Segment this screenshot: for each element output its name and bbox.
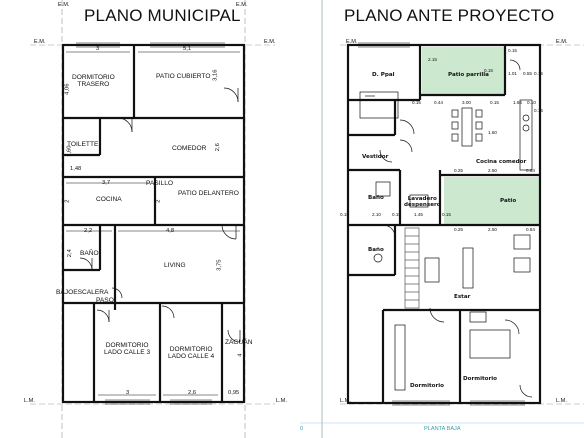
room-dormitorio-lado-calle-3: DORMITORIO LADO CALLE 3 [104, 342, 151, 357]
room-patio-delantero: PATIO DELANTERO [178, 190, 239, 197]
room-d-ppal: D. Ppal [372, 72, 395, 78]
dim-h-cocina: 2 [64, 199, 71, 203]
room-pasillo: PASILLO [146, 180, 173, 187]
room-comedor: COMEDOR [172, 145, 207, 152]
lm-plan2-marker: L.M. [340, 398, 351, 404]
dim-w-bano: 2,2 [84, 228, 93, 234]
left-plan-dim-lines [66, 51, 240, 396]
lm-plan2-right-marker: L.M. [556, 398, 567, 404]
rdim-21: 0.25 [454, 227, 463, 232]
rdim-18: 0.15 [392, 212, 401, 217]
em-top-marker-right: E.M. [236, 2, 248, 8]
dim-w-cocina: 3,7 [102, 180, 111, 186]
dim-h-comedor: 2,6 [214, 143, 221, 152]
rdim-14: 2.50 [488, 168, 497, 173]
dim-h-zaguan: 4 [237, 353, 244, 357]
dim-h-toil: 1,60 [66, 145, 73, 157]
dim-w-dorm: 3 [96, 46, 100, 52]
left-plan-walls [61, 43, 246, 404]
room-bano-1: Baño [368, 195, 384, 201]
rdim-0: 0.15 [508, 48, 517, 53]
room-cocina: COCINA [96, 196, 122, 203]
rdim-22: 2.50 [488, 227, 497, 232]
rdim-11: 0.10 [527, 100, 536, 105]
rdim-8: 3.00 [462, 100, 471, 105]
dim-w-dorm3: 3 [126, 390, 130, 396]
room-cocina-comedor: Cocina comedor [476, 159, 527, 165]
dim-h-living: 3,75 [216, 259, 223, 271]
dim-h-dorm: 4,06 [64, 83, 71, 95]
lm-left-marker: L.M. [24, 398, 35, 404]
room-patio-cubierto: PATIO CUBIERTO [156, 73, 211, 80]
left-plan-windows [76, 42, 225, 405]
left-plan-doors [79, 87, 241, 343]
room-dormitorio-trasero: DORMITORIO TRASERO [72, 74, 115, 89]
dim-w-patio: 5,1 [183, 46, 192, 52]
rdim-5: 0.15 [534, 71, 543, 76]
rdim-3: 1.01 [508, 71, 517, 76]
room-lavadero-despensero: Lavadero despensero [404, 196, 441, 209]
rdim-2: 0.15 [484, 68, 493, 73]
dim-w-dorm4: 2,6 [188, 390, 197, 396]
dim-w-living: 4,8 [166, 228, 175, 234]
dim-h-bano: 2,4 [66, 249, 73, 258]
room-dormitorio-2: Dormitorio [463, 376, 498, 382]
rdim-15: 0.84 [526, 168, 535, 173]
rdim-24: 1.60 [488, 130, 497, 135]
left-plan-title: PLANO MUNICIPAL [84, 6, 241, 25]
right-plan-title: PLANO ANTE PROYECTO [344, 6, 555, 25]
room-vestidor: Vestidor [362, 154, 389, 160]
room-bajoescalera: BAJOESCALERA [56, 289, 109, 296]
em-left-marker: E.M. [34, 39, 46, 45]
room-patio: Patio [500, 198, 517, 204]
right-plan-walls [346, 43, 542, 405]
room-dormitorio-lado-calle-4: DORMITORIO LADO CALLE 4 [168, 346, 215, 361]
rdim-1: 2.15 [428, 57, 437, 62]
right-plan-windows [358, 42, 525, 406]
right-plan-details [359, 59, 533, 398]
rdim-10: 1.66 [513, 100, 522, 105]
rdim-6: 0.15 [412, 100, 421, 105]
rdim-19: 1.45 [414, 212, 423, 217]
rdim-13: 0.25 [454, 168, 463, 173]
rdim-16: 0.15 [340, 212, 349, 217]
em-right-marker: E.M. [264, 39, 276, 45]
dim-h-patio: 3,16 [212, 69, 219, 81]
room-toilette: TOILETTE [67, 141, 99, 148]
em-plan2-right-marker: E.M. [556, 39, 568, 45]
rdim-9: 0.15 [490, 100, 499, 105]
room-patio-parrilla: Patio parrilla [448, 72, 489, 78]
dim-w-toil: 1,48 [70, 166, 82, 172]
rdim-20: 0.15 [442, 212, 451, 217]
rdim-23: 0.84 [526, 227, 535, 232]
room-paso: PASO [96, 297, 114, 304]
rdim-4: 0.55 [523, 71, 532, 76]
footer-planta-baja: PLANTA BAJA [424, 426, 461, 432]
rdim-17: 2.10 [372, 212, 381, 217]
patio-parrilla-fill [422, 47, 505, 95]
em-plan2-marker: E.M. [346, 39, 358, 45]
em-top-marker: E.M. [58, 2, 70, 8]
room-dormitorio-1: Dormitorio [410, 383, 445, 389]
dim-w-zaguan: 0,95 [228, 390, 240, 396]
room-bano-2: Baño [368, 247, 384, 253]
room-estar: Estar [454, 294, 471, 300]
rdim-7: 0.44 [434, 100, 443, 105]
room-zaguan: ZAGUÁN [225, 339, 253, 346]
dim-h-patio-del: 2 [155, 199, 162, 203]
room-living: LIVING [164, 262, 186, 269]
lm-right-marker: L.M. [276, 398, 287, 404]
footer-scale-zero: 0 [300, 426, 304, 432]
room-bano: BAÑO [80, 250, 99, 257]
rdim-12: 0.15 [534, 108, 543, 113]
patio-fill [444, 177, 539, 224]
